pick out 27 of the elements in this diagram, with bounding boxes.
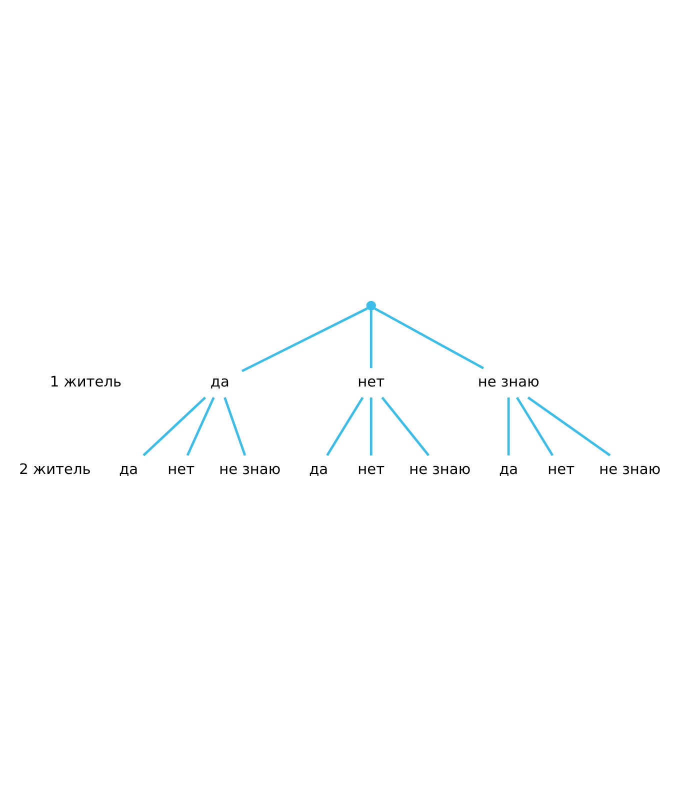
node-text: нет [358,460,385,478]
connector [527,396,611,456]
node-text: нет [358,372,385,390]
node-text: нет [548,460,575,478]
connector [142,396,206,456]
connector [516,396,554,456]
connector [381,396,430,456]
connector [370,310,372,368]
node-text: не знаю [219,460,281,478]
connector [224,396,246,456]
node-text: не знаю [599,460,661,478]
node-text: да [309,460,328,478]
connector [507,396,510,455]
node-text: нет [168,460,195,478]
label: 1 житель [50,372,122,390]
connector [370,396,372,455]
node-text: не знаю [409,460,471,478]
node-circle [366,300,376,310]
node-text: не знаю [478,372,540,390]
node-text: да [210,372,230,390]
connector [241,306,368,372]
connector [374,306,484,369]
label: 2 житель [19,460,91,478]
connector [326,396,364,456]
connector [186,396,215,456]
node-text: да [119,460,138,478]
node-text: да [499,460,518,478]
